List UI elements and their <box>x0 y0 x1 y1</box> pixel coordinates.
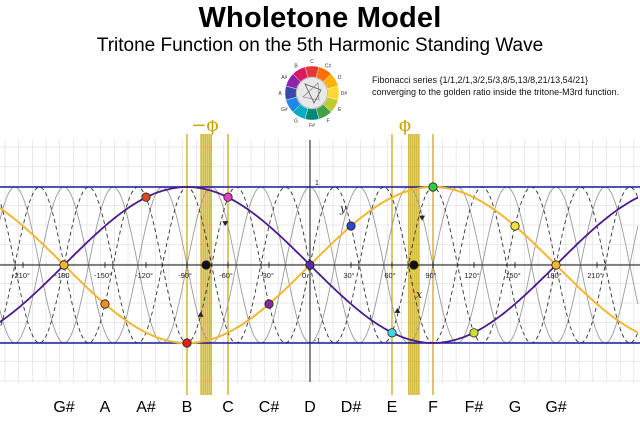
e-point <box>387 328 397 338</box>
color-wheel-note-label: D <box>338 75 342 81</box>
c-point <box>223 192 233 202</box>
page-title: Wholetone Model <box>198 2 442 34</box>
left-phi-point <box>201 260 211 270</box>
right-phi-point <box>409 260 419 270</box>
note-label: E <box>386 399 398 416</box>
note-label: D# <box>340 399 362 416</box>
note-label: C <box>222 399 234 416</box>
fibonacci-note-line-2: converging to the golden ratio inside th… <box>372 87 620 97</box>
color-wheel-note-label: E <box>338 107 342 113</box>
color-wheel-note-label: C <box>310 59 314 65</box>
a-sharp-point <box>141 192 151 202</box>
b-point <box>182 338 192 348</box>
x-tick-label: 0 <box>302 271 306 280</box>
x-tick-label: -210° <box>12 271 30 280</box>
x-tick-label: 30° <box>343 271 354 280</box>
direction-arrow <box>419 215 426 221</box>
color-wheel-center <box>296 77 328 109</box>
g-point <box>510 221 520 231</box>
note-points <box>59 182 561 348</box>
f-point <box>428 182 438 192</box>
color-wheel-note-label: F <box>326 119 329 125</box>
color-wheel-triangle-2 <box>302 82 320 101</box>
y-label: y <box>339 202 347 215</box>
plot-labels: −ϕ ϕ y x 1 -1 <box>191 120 423 345</box>
note-label: G# <box>53 399 75 416</box>
color-wheel-note-label: A# <box>281 75 287 81</box>
note-label: F <box>428 399 438 416</box>
x-tick-label: 150° <box>505 271 521 280</box>
color-wheel-segment <box>292 66 309 82</box>
x-tick-label: 60° <box>384 271 395 280</box>
note-label: A <box>99 399 111 416</box>
harmonic-wave-dashed-inverse <box>0 186 639 344</box>
fibonacci-note-line-1: Fibonacci series {1/1,2/1,3/2,5/3,8/5,13… <box>372 75 589 85</box>
x-tick-label: -90° <box>178 271 192 280</box>
color-wheel-note-label: D# <box>341 91 347 97</box>
color-wheel-note-label: A <box>278 91 282 97</box>
grid <box>0 140 640 382</box>
c-sharp-point <box>264 299 274 309</box>
color-wheel-triangle <box>304 83 322 104</box>
note-label: F# <box>464 399 484 416</box>
phi-left-label: −ϕ <box>191 120 218 136</box>
color-wheel-note-label: B <box>294 63 298 69</box>
x-tick-label: -120° <box>135 271 153 280</box>
color-wheel-note-label: G# <box>281 107 288 113</box>
x-tick-label: 120° <box>464 271 480 280</box>
direction-arrow <box>197 311 204 317</box>
note-label: G <box>508 399 522 416</box>
f-sharp-point <box>469 328 479 338</box>
direction-arrow <box>222 221 229 227</box>
note-label: D <box>304 399 316 416</box>
x-tick-label: -60° <box>219 271 233 280</box>
note-label: G# <box>545 399 567 416</box>
y-tick-bottom: -1 <box>314 338 320 345</box>
x-tick-label: -30° <box>260 271 274 280</box>
note-label: C# <box>258 399 280 416</box>
fibonacci-note: Fibonacci series {1/1,2/1,3/2,5/3,8/5,13… <box>372 74 619 98</box>
d-point <box>305 260 315 270</box>
axes <box>0 140 640 382</box>
y-tick-top: 1 <box>315 180 319 187</box>
color-wheel-note-label: G <box>294 119 298 125</box>
standing-wave-plot: −ϕ ϕ y x 1 -1 -210° -180 -150° -120° -90° -60… <box>0 120 640 395</box>
x-tick-label: -150° <box>94 271 112 280</box>
note-label: A# <box>136 399 156 416</box>
x-tick-label: -180 <box>54 271 69 280</box>
harmonic-wave-dashed <box>0 186 639 344</box>
a-point <box>100 299 110 309</box>
x-tick-labels: -210° -180 -150° -120° -90° -60° -30° 0 30° 60° 90… <box>12 271 603 280</box>
x-tick-label: 90° <box>425 271 436 280</box>
x-tick-label: 180° <box>546 271 562 280</box>
phi-right-label: ϕ <box>399 120 411 136</box>
g-sharp-right-point <box>551 260 561 270</box>
color-wheel-note-label: F# <box>309 123 315 128</box>
chromatic-color-wheel: C C# D D# E F F# G G# A A# B <box>278 59 347 128</box>
g-sharp-left-point <box>59 260 69 270</box>
color-wheel-note-label: C# <box>325 63 332 69</box>
direction-arrow <box>394 307 401 313</box>
x-label: x <box>416 288 423 301</box>
d-sharp-point <box>346 221 356 231</box>
note-name-row: G# A A# B C C# D D# E F F# G G# <box>0 399 640 421</box>
page-subtitle: Tritone Function on the 5th Harmonic Sta… <box>96 35 544 56</box>
note-label: B <box>181 399 193 416</box>
x-tick-label: 210° <box>587 271 603 280</box>
